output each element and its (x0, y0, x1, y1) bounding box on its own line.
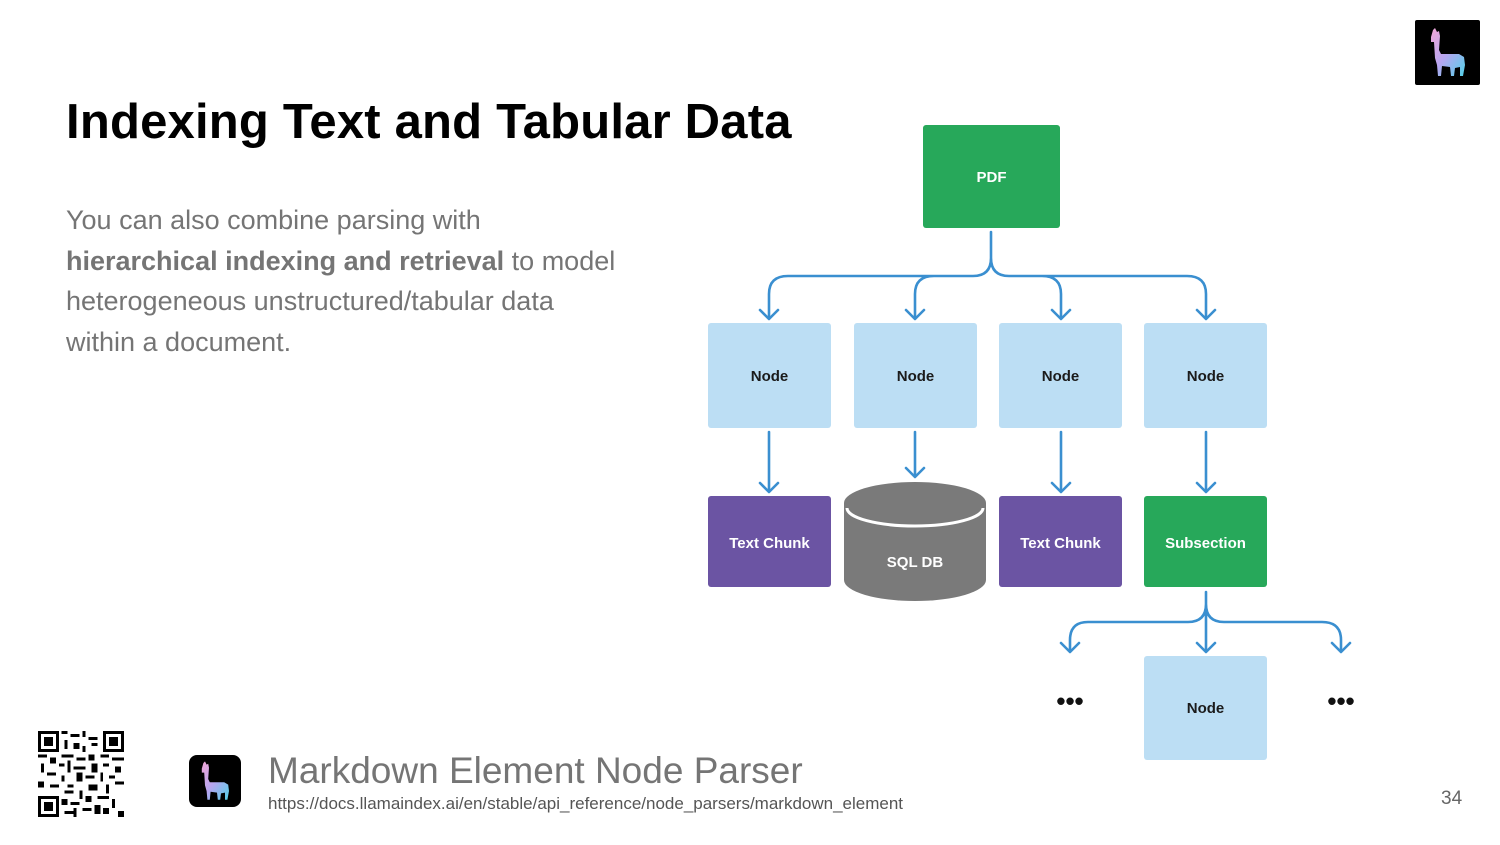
node-label-1: Node (751, 368, 789, 385)
footer-url-link[interactable]: https://docs.llamaindex.ai/en/stable/api… (268, 794, 904, 813)
ellipsis-right: ••• (1327, 686, 1354, 716)
arrowheads-top (758, 308, 1217, 321)
node-box-1 (708, 323, 831, 428)
body-text-part2: to model heterogeneous unstructured/tabu… (66, 245, 616, 357)
subsection-node-box (1144, 656, 1267, 760)
subsection-label: Subsection (1165, 535, 1246, 552)
node-box-4 (1144, 323, 1267, 428)
text-chunk-box-2 (999, 496, 1122, 587)
footer-title: Markdown Element Node Parser (268, 750, 803, 791)
text-chunk-label-1: Text Chunk (729, 535, 810, 552)
sql-db-label: SQL DB (887, 554, 944, 571)
arrowheads-middle (758, 466, 1217, 494)
pdf-label: PDF (977, 169, 1007, 186)
llama-logo-icon (189, 755, 241, 807)
pdf-box (923, 125, 1060, 228)
text-chunk-label-2: Text Chunk (1020, 535, 1101, 552)
body-text-part1: You can also combine parsing with (66, 205, 481, 235)
llama-logo-icon (1415, 20, 1480, 85)
subsection-box (1144, 496, 1267, 587)
slide-body-text: You can also combine parsing with hierar… (66, 200, 626, 362)
connector-nodes-to-children (767, 430, 1208, 493)
slide-title: Indexing Text and Tabular Data (66, 95, 792, 149)
node-box-2 (854, 323, 977, 428)
page-number: 34 (1441, 788, 1463, 809)
sql-db-cylinder (844, 482, 986, 601)
node-label-3: Node (1042, 368, 1080, 385)
node-label-4: Node (1187, 368, 1225, 385)
ellipsis-left: ••• (1056, 686, 1083, 716)
text-chunk-box-1 (708, 496, 831, 587)
connector-subsection-fanout (1068, 590, 1343, 653)
arrowheads-bottom (1059, 641, 1352, 654)
body-text-bold: hierarchical indexing and retrieval (66, 245, 505, 276)
node-label-2: Node (897, 368, 935, 385)
qr-code-icon[interactable] (38, 731, 124, 817)
node-box-3 (999, 323, 1122, 428)
connector-pdf-to-nodes (767, 230, 1208, 320)
subsection-node-label: Node (1187, 700, 1225, 717)
